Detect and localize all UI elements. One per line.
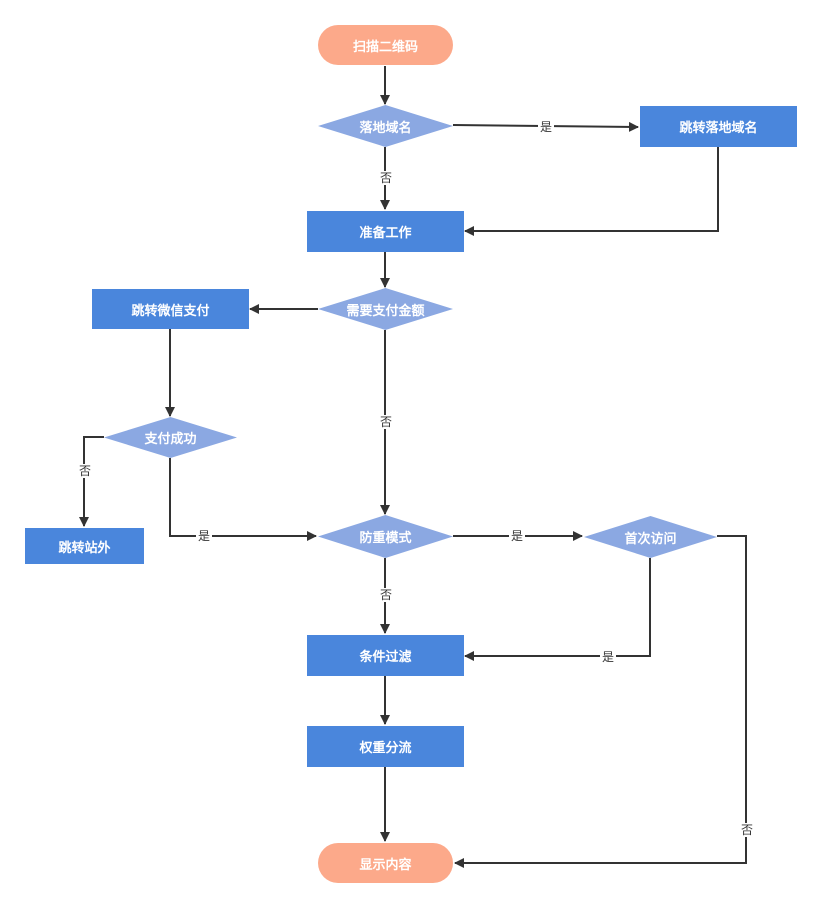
edge-success-yes [169, 458, 317, 541]
edge-label-landing-no: 否 [378, 171, 395, 185]
end-node-show-content: 显示内容 [318, 843, 453, 883]
decision-landing-domain-label: 落地域名 [359, 120, 412, 136]
edge-label-landing-yes: 是 [538, 120, 555, 134]
edge-label-first-visit-no: 否 [739, 823, 756, 837]
decision-anti-repeat: 防重模式 [318, 515, 453, 558]
edge-goto-landing-to-prepare [464, 147, 719, 236]
edge-label-first-visit-yes: 是 [600, 650, 617, 664]
decision-first-visit: 首次访问 [584, 516, 717, 558]
start-node: 扫描二维码 [318, 25, 453, 65]
process-goto-wechat-pay: 跳转微信支付 [92, 289, 249, 329]
edge-first-yes [464, 558, 651, 661]
decision-pay-success: 支付成功 [104, 417, 237, 458]
decision-anti-repeat-label: 防重模式 [359, 531, 412, 546]
edge-label-payment-no: 否 [378, 415, 395, 429]
decision-first-visit-label: 首次访问 [624, 531, 677, 547]
edge-success-no [79, 436, 104, 527]
edge-label-anti-repeat-no: 否 [378, 588, 395, 602]
process-prepare: 准备工作 [307, 211, 464, 252]
decision-landing-domain: 落地域名 [318, 105, 453, 147]
process-goto-landing-domain: 跳转落地域名 [640, 106, 797, 147]
edge-label-anti-repeat-yes: 是 [509, 529, 526, 543]
process-goto-offsite: 跳转站外 [25, 528, 144, 564]
decision-pay-success-label: 支付成功 [144, 432, 197, 447]
edge-first-no [454, 535, 747, 868]
edge-label-pay-fail-no: 否 [77, 464, 94, 478]
decision-need-payment-label: 需要支付金额 [346, 303, 425, 319]
process-condition-filter: 条件过滤 [307, 635, 464, 676]
process-weight-split: 权重分流 [307, 726, 464, 767]
edge-label-pay-success-yes: 是 [196, 529, 213, 543]
decision-need-payment: 需要支付金额 [318, 288, 453, 330]
